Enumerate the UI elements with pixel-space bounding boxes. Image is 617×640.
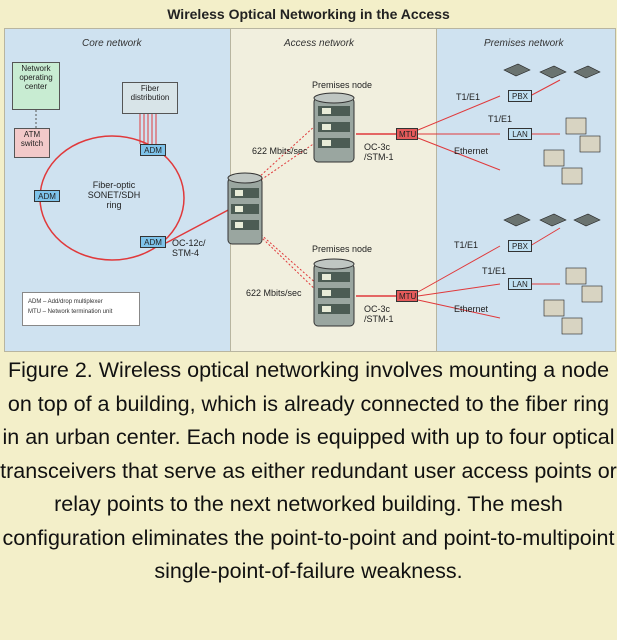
premises-node-1-tower bbox=[313, 92, 355, 163]
phones-group-1 bbox=[503, 63, 601, 79]
legend-adm: ADM – Add/drop multiplexer bbox=[28, 299, 103, 305]
legend-mtu: MTU – Network termination unit bbox=[28, 309, 113, 315]
adm-box-top: ADM bbox=[140, 144, 166, 156]
premises-wiring-1 bbox=[417, 79, 561, 171]
core-network-heading: Core network bbox=[82, 38, 142, 49]
t1-label-2b: T1/E1 bbox=[482, 266, 507, 276]
diagram-title: Wireless Optical Networking in the Acces… bbox=[167, 6, 450, 22]
access-link-label-2: OC-3c /STM-1 bbox=[364, 304, 394, 324]
rate-label-2: 622 Mbits/sec bbox=[246, 288, 302, 298]
premises-wiring-2 bbox=[417, 227, 561, 319]
premises-node-label-1: Premises node bbox=[312, 80, 373, 90]
rate-label-1: 622 Mbits/sec bbox=[252, 146, 308, 156]
mtu-box-2: MTU bbox=[396, 290, 418, 302]
legend: ADM – Add/drop multiplexer MTU – Network… bbox=[22, 292, 140, 326]
lan-box-2: LAN bbox=[508, 278, 532, 290]
premises-node-label-2: Premises node bbox=[312, 244, 373, 254]
computers-group-1 bbox=[543, 117, 601, 185]
lan-box-1: LAN bbox=[508, 128, 532, 140]
fiber-ring-label: Fiber-optic SONET/SDH ring bbox=[87, 180, 141, 210]
mtu-box-1: MTU bbox=[396, 128, 418, 140]
access-network-heading: Access network bbox=[284, 38, 355, 49]
fiber-distribution-box: Fiber distribution bbox=[122, 82, 178, 114]
pbx-box-1: PBX bbox=[508, 90, 532, 102]
atm-switch-box: ATM switch bbox=[14, 128, 50, 158]
premises-network-heading: Premises network bbox=[484, 38, 564, 49]
t1-label-1b: T1/E1 bbox=[488, 114, 513, 124]
premises-node-2-tower bbox=[313, 258, 355, 327]
figure-caption: Figure 2. Wireless optical networking in… bbox=[0, 358, 617, 583]
central-node-tower bbox=[227, 172, 263, 245]
ethernet-label-2: Ethernet bbox=[454, 304, 489, 314]
t1-label-1a: T1/E1 bbox=[456, 92, 481, 102]
wireless-links bbox=[257, 124, 323, 297]
adm-node-link bbox=[165, 207, 233, 244]
adm-box-bottom: ADM bbox=[140, 236, 166, 248]
access-link-label-1: OC-3c /STM-1 bbox=[364, 142, 394, 162]
ethernet-label-1: Ethernet bbox=[454, 146, 489, 156]
network-diagram bbox=[35, 63, 603, 335]
core-link-label: OC-12c/ STM-4 bbox=[172, 238, 206, 258]
phones-group-2 bbox=[503, 213, 601, 227]
t1-label-2a: T1/E1 bbox=[454, 240, 479, 250]
fiber-distribution-lines bbox=[139, 114, 157, 144]
computers-group-2 bbox=[543, 267, 603, 335]
adm-box-left: ADM bbox=[34, 190, 60, 202]
pbx-box-2: PBX bbox=[508, 240, 532, 252]
network-operating-center-box: Network operating center bbox=[12, 62, 60, 110]
